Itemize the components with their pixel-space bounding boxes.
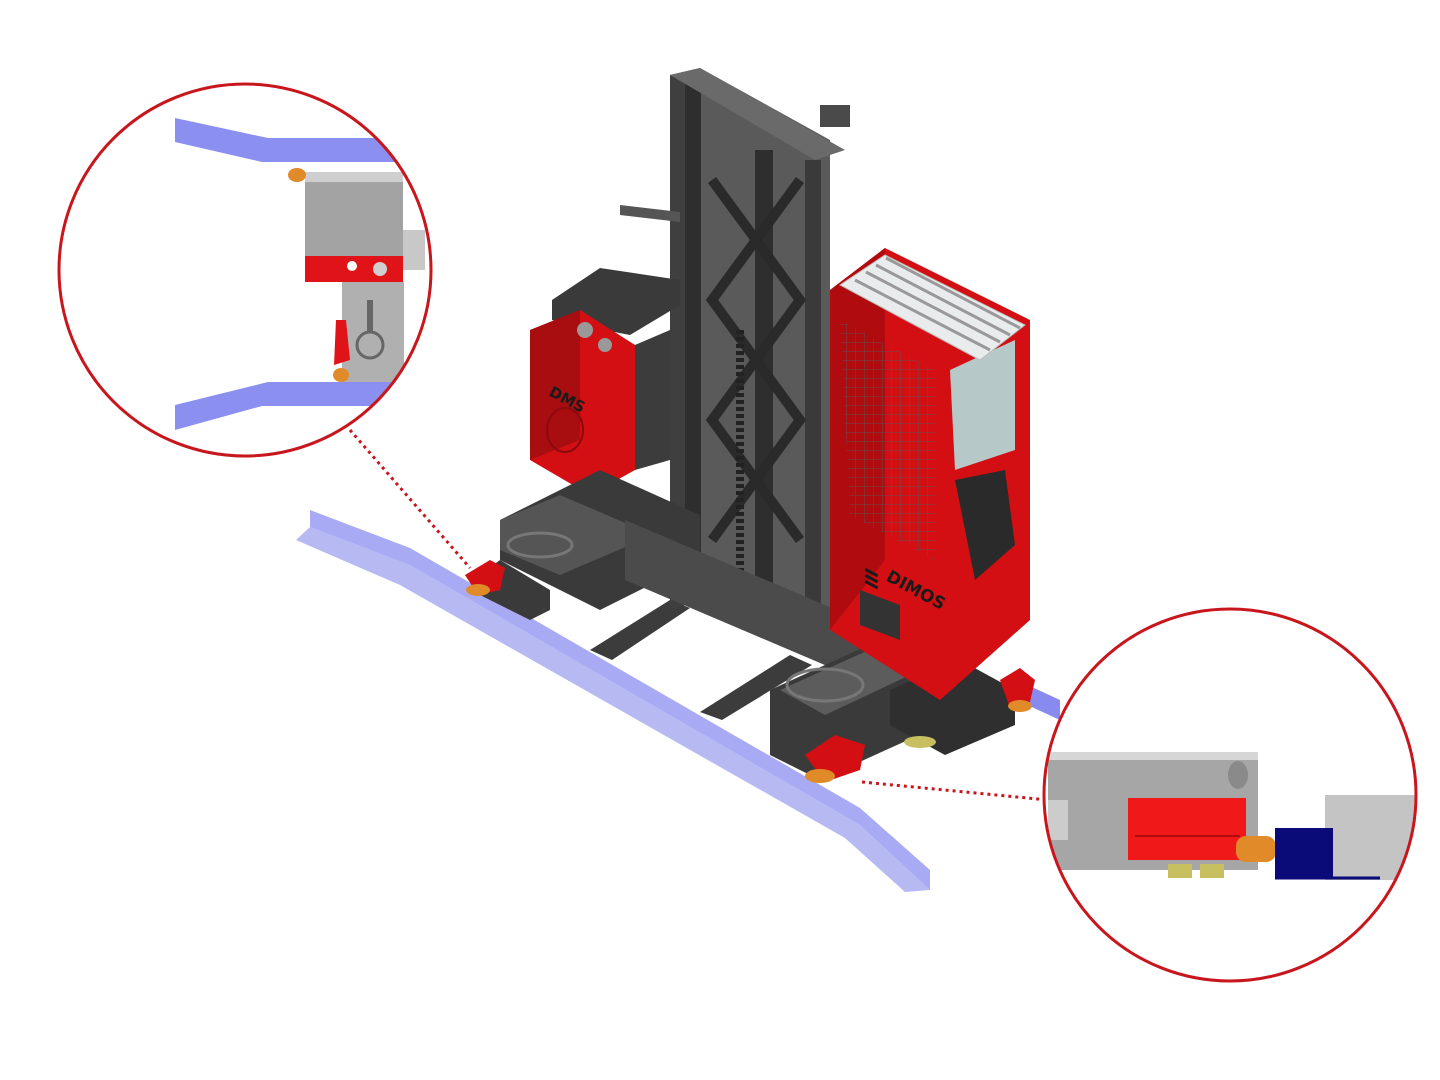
dimos-logo-icon xyxy=(864,567,879,590)
detail-callout-top-left xyxy=(57,82,433,458)
chassis xyxy=(480,470,1015,780)
hydraulic-unit: DMS xyxy=(530,268,680,495)
mast xyxy=(620,68,850,640)
detail-callout-bottom-right xyxy=(1042,607,1418,983)
guide-rail xyxy=(296,510,1060,892)
forks xyxy=(590,600,812,720)
callout-leaders xyxy=(348,429,1049,802)
guide-rollers xyxy=(465,560,1035,783)
operator-cab: DIMOS xyxy=(830,248,1030,700)
